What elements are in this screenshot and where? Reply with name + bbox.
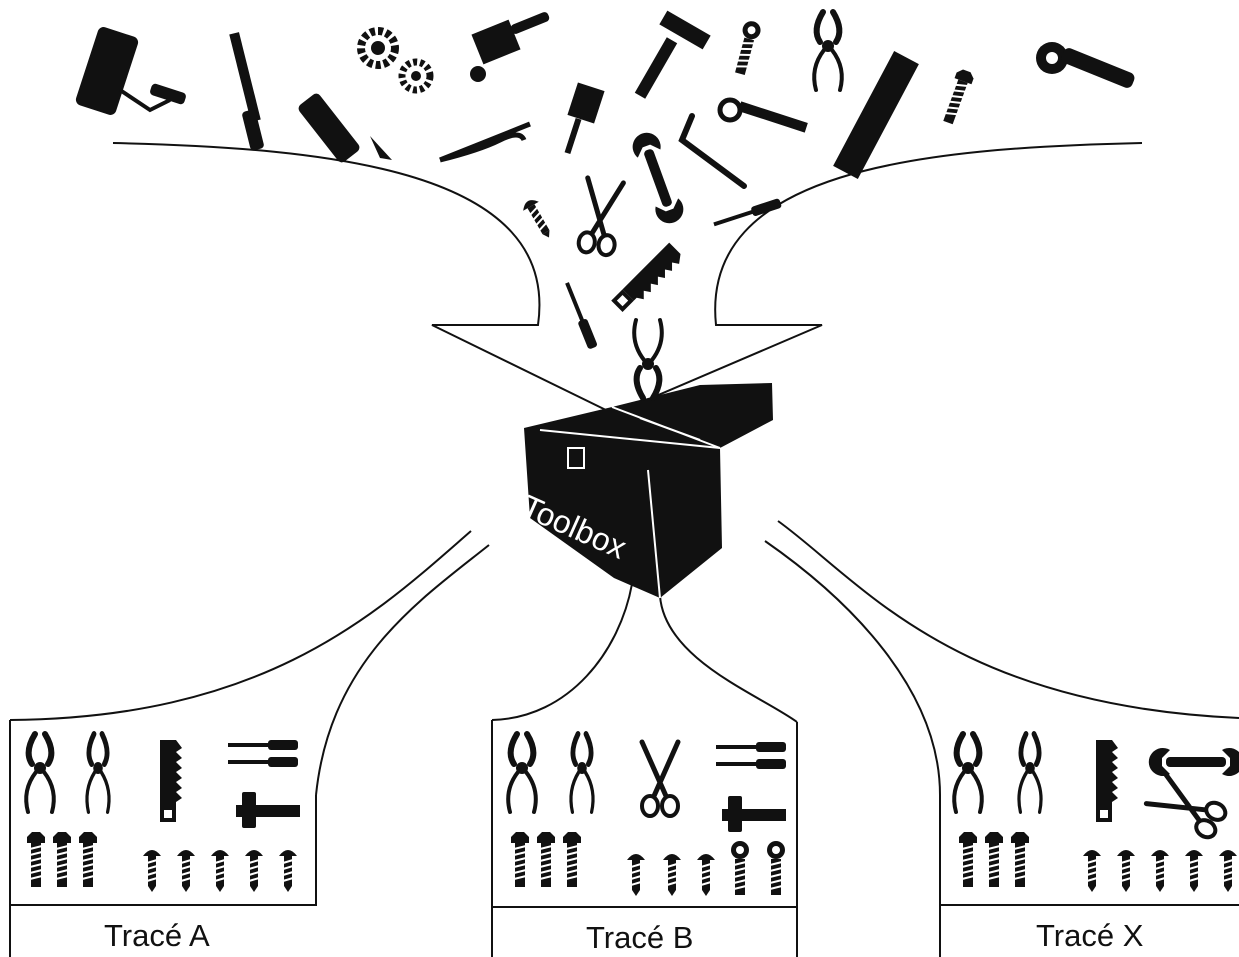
allen-key-icon [682, 116, 744, 186]
wrench-icon-2 [629, 129, 688, 227]
box-b-tools [508, 734, 786, 896]
hammer-icon [635, 11, 711, 99]
screwdriver-icon-2 [562, 281, 597, 350]
output-label-b: Tracé B [586, 920, 693, 956]
saw-icon [611, 243, 685, 317]
file-icon [229, 32, 264, 151]
wrench-icon [1036, 42, 1136, 90]
box-a-tools [26, 734, 300, 892]
output-label-a: Tracé A [104, 918, 210, 954]
ruler-icon [833, 51, 919, 179]
funnel-outline [113, 143, 1142, 412]
screw-icon [720, 100, 808, 133]
box-x-tools [954, 734, 1239, 892]
pliers-icon [634, 320, 662, 398]
screwdriver-icon [712, 198, 782, 229]
pruning-shears-icon [440, 124, 530, 160]
bolt-icon [731, 19, 762, 76]
end-nippers-icon [814, 12, 842, 90]
paint-brush-icon [470, 11, 550, 82]
gears-icon [361, 31, 430, 90]
utility-knife-icon [297, 92, 392, 165]
output-label-x: Tracé X [1036, 918, 1143, 954]
scissors-icon [577, 178, 623, 256]
paint-roller-icon [74, 26, 187, 117]
screw-icon-2 [520, 197, 557, 242]
hex-bolt-icon [940, 68, 976, 126]
putty-knife-icon [565, 83, 605, 155]
toolbox [524, 383, 773, 598]
